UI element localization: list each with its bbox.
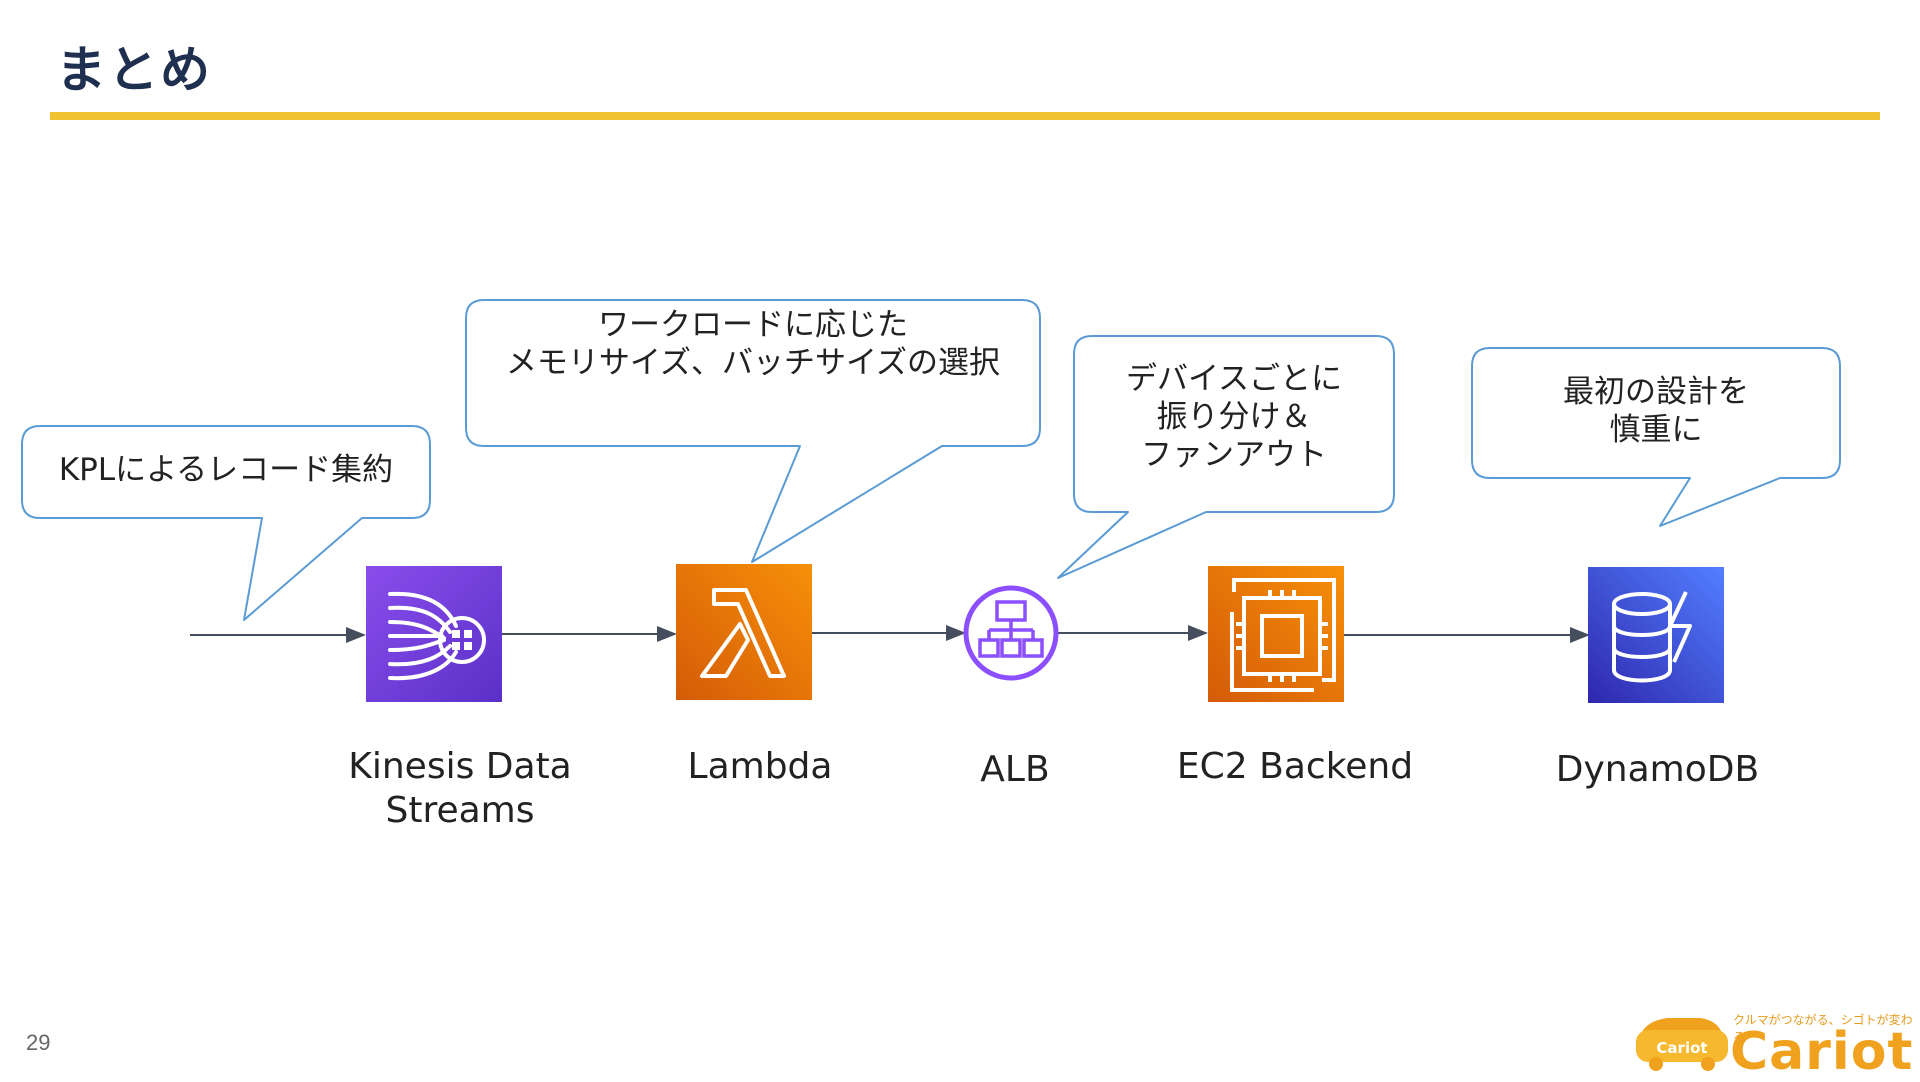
- dynamodb-icon: [1588, 567, 1724, 703]
- service-label-lambda: Lambda: [687, 746, 833, 787]
- callout-bubble-lambda: [465, 299, 1041, 563]
- cariot-logo-car-icon: Cariot: [1636, 1018, 1728, 1071]
- service-label-kinesis: Kinesis Data Streams: [348, 746, 572, 831]
- title-underline: [50, 112, 1880, 120]
- ec2-icon: [1208, 566, 1344, 702]
- service-label-dynamodb: DynamoDB: [1555, 749, 1760, 790]
- callout-bubble-dynamodb: [1471, 347, 1841, 527]
- callout-text-dynamodb: 最初の設計を 慎重に: [1563, 374, 1749, 448]
- cariot-logo-wordmark: Cariot: [1730, 1022, 1914, 1082]
- callout-text-lambda: ワークロードに応じた メモリサイズ、バッチサイズの選択: [505, 307, 1001, 381]
- lambda-icon: [676, 564, 812, 700]
- service-label-ec2: EC2 Backend: [1176, 746, 1414, 787]
- flow-arrows: [190, 625, 1590, 643]
- service-label-alb: ALB: [980, 749, 1050, 790]
- cariot-logo-tagline: クルマがつながる、シゴトが変わる: [1733, 1013, 1913, 1044]
- callout-text-kpl: KPLによるレコード集約: [58, 452, 394, 488]
- alb-icon: [963, 585, 1059, 681]
- page-number: 29: [26, 1030, 51, 1055]
- cariot-logo-badge-text: Cariot: [1656, 1039, 1707, 1057]
- kinesis-data-streams-icon: [366, 566, 502, 702]
- callout-bubble-alb: [1057, 335, 1395, 579]
- callout-text-alb: デバイスごとに 振り分け＆ ファンアウト: [1125, 361, 1343, 473]
- callout-bubble-kpl: [21, 425, 431, 621]
- slide-title: まとめ: [56, 41, 212, 99]
